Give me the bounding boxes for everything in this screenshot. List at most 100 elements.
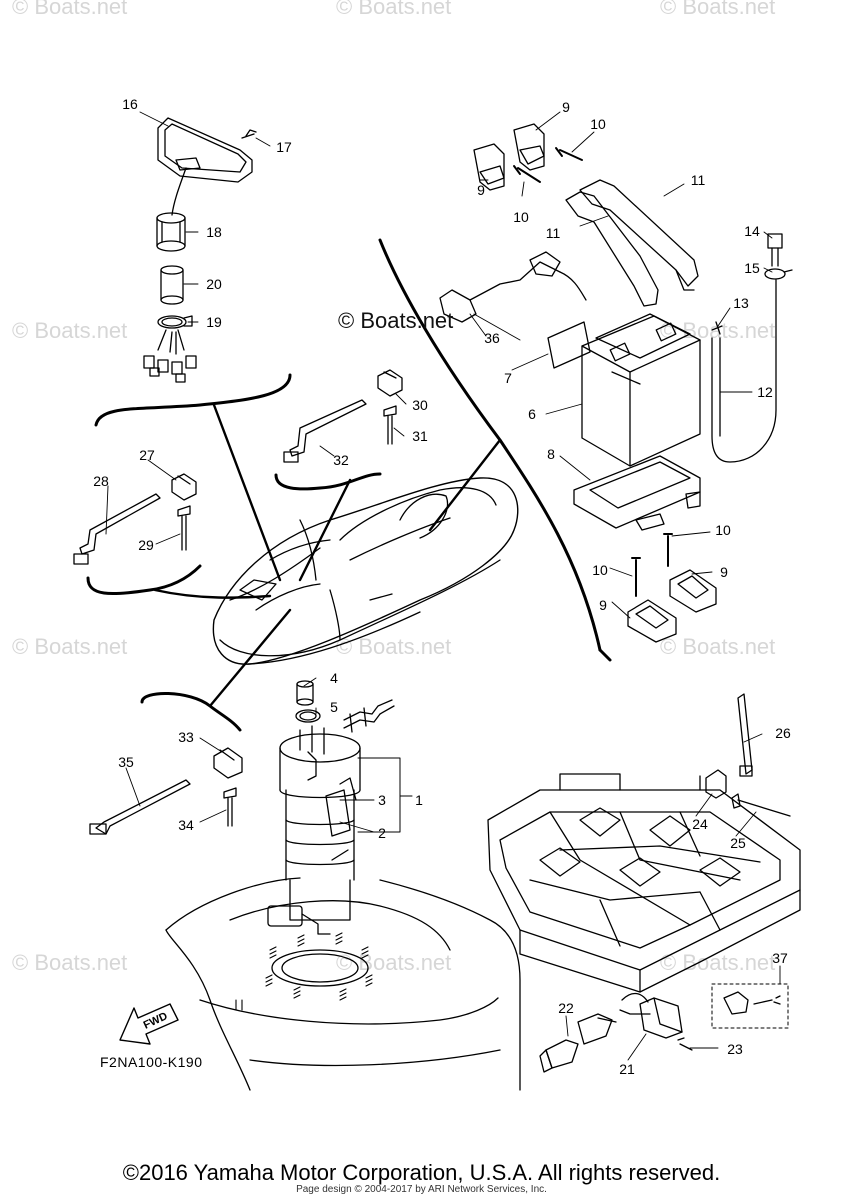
callout-27: 27 xyxy=(139,447,155,463)
diagram-code: F2NA100-K190 xyxy=(100,1054,203,1070)
bracket-9-top xyxy=(513,123,545,171)
hull-top-deck xyxy=(165,877,521,1091)
callout-10: 10 xyxy=(513,209,529,225)
nut-clip-33 xyxy=(213,747,243,779)
nut-clip-30 xyxy=(377,369,403,397)
strap-11-right xyxy=(579,179,699,291)
bracket-9-lower-right xyxy=(669,569,717,613)
nut-clip-27 xyxy=(171,473,197,501)
callout-1: 1 xyxy=(415,792,423,808)
callout-19: 19 xyxy=(206,314,222,330)
frame-structure xyxy=(487,773,801,993)
callout-34: 34 xyxy=(178,817,194,833)
clamp-19 xyxy=(157,315,193,329)
clamp-5 xyxy=(295,709,321,723)
clip-13 xyxy=(711,321,723,335)
callout-31: 31 xyxy=(412,428,428,444)
pin-10-a xyxy=(555,147,583,161)
callout-17: 17 xyxy=(276,139,292,155)
grommet-18 xyxy=(156,212,186,252)
watermark: © Boats.net xyxy=(660,950,776,975)
cap-4 xyxy=(296,680,314,706)
strap-11-left xyxy=(565,191,659,307)
fwd-arrow-icon xyxy=(119,1003,179,1045)
cable-tie-32 xyxy=(283,399,367,463)
rivet-29 xyxy=(177,505,191,551)
page-design-credit: Page design © 2004-2017 by ARI Network S… xyxy=(296,1184,547,1195)
pin-10-c xyxy=(663,533,673,567)
watermark: © Boats.net xyxy=(12,950,128,975)
callout-18: 18 xyxy=(206,224,222,240)
callout-10: 10 xyxy=(590,116,606,132)
copyright-notice: ©2016 Yamaha Motor Corporation, U.S.A. A… xyxy=(122,1160,721,1185)
callout-35: 35 xyxy=(118,754,134,770)
callout-29: 29 xyxy=(138,537,154,553)
callout-13: 13 xyxy=(733,295,749,311)
sensor-21 xyxy=(619,992,683,1039)
callout-9: 9 xyxy=(562,99,570,115)
callout-9: 9 xyxy=(477,182,485,198)
screw-17 xyxy=(241,129,257,139)
leader-lines xyxy=(105,111,781,1061)
hose-12 xyxy=(711,279,777,463)
callout-3: 3 xyxy=(378,792,386,808)
callout-4: 4 xyxy=(330,670,338,686)
callout-28: 28 xyxy=(93,473,109,489)
callout-30: 30 xyxy=(412,397,428,413)
callout-11: 11 xyxy=(545,225,561,241)
cable-tie-35 xyxy=(89,779,191,835)
watermark: © Boats.net xyxy=(12,0,128,19)
callout-22: 22 xyxy=(558,1000,574,1016)
callout-6: 6 xyxy=(528,406,536,422)
clip-15 xyxy=(764,268,793,280)
callout-8: 8 xyxy=(547,446,555,462)
callout-9: 9 xyxy=(720,564,728,580)
callout-36: 36 xyxy=(484,330,500,346)
watermark: © Boats.net xyxy=(12,318,128,343)
wire-36 xyxy=(439,251,587,323)
callout-9: 9 xyxy=(599,597,607,613)
studs xyxy=(235,932,373,1011)
kit-37-box xyxy=(711,983,789,1029)
pad-7 xyxy=(547,321,591,369)
rivet-31 xyxy=(383,405,397,445)
sleeve-20 xyxy=(160,265,184,305)
fuel-pump-1 xyxy=(267,725,361,935)
brand-watermark: © Boats.net xyxy=(338,308,454,333)
wire-harness-connectors xyxy=(143,329,197,383)
callout-14: 14 xyxy=(744,223,760,239)
callout-11: 11 xyxy=(690,172,706,188)
watermark: © Boats.net xyxy=(336,0,452,19)
tray-8 xyxy=(573,455,701,531)
sender-22 xyxy=(539,1013,617,1073)
watermark: © Boats.net xyxy=(12,634,128,659)
callout-16: 16 xyxy=(122,96,138,112)
callout-7: 7 xyxy=(504,370,512,386)
callout-20: 20 xyxy=(206,276,222,292)
callout-21: 21 xyxy=(619,1061,635,1077)
pin-10-b xyxy=(513,165,541,183)
rivet-25 xyxy=(731,793,791,817)
callout-5: 5 xyxy=(330,699,338,715)
callout-15: 15 xyxy=(744,260,760,276)
callout-32: 32 xyxy=(333,452,349,468)
callout-37: 37 xyxy=(772,950,788,966)
cover-assembly-16 xyxy=(157,117,253,216)
callout-25: 25 xyxy=(730,835,746,851)
watermark: © Boats.net xyxy=(660,0,776,19)
breather-14 xyxy=(767,233,783,267)
bracket-9-lower-left xyxy=(627,599,677,643)
callout-10: 10 xyxy=(715,522,731,538)
callout-12: 12 xyxy=(757,384,773,400)
watermark: © Boats.net xyxy=(336,634,452,659)
battery-6 xyxy=(581,313,701,467)
callout-10: 10 xyxy=(592,562,608,578)
cable-tie-26 xyxy=(737,693,753,777)
callout-23: 23 xyxy=(727,1041,743,1057)
pin-10-d xyxy=(631,557,641,597)
callout-2: 2 xyxy=(378,825,386,841)
screw-23 xyxy=(677,1037,693,1051)
holder-24 xyxy=(705,769,727,799)
callout-26: 26 xyxy=(775,725,791,741)
